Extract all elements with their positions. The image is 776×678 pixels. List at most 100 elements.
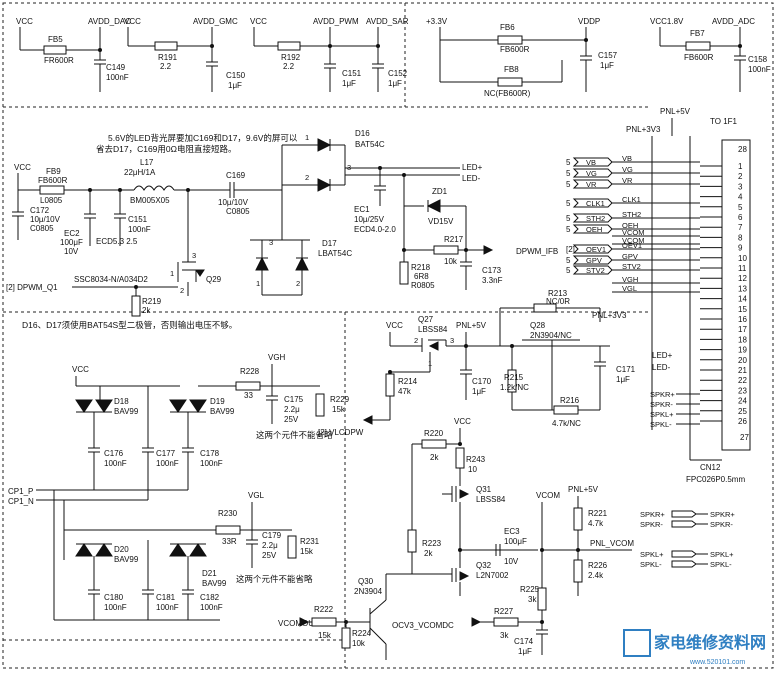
- net-avdd-adc: AVDD_ADC: [712, 17, 755, 26]
- r214-resistor: [385, 373, 395, 397]
- r224-label: R224: [352, 629, 372, 638]
- c175-label: C175: [284, 395, 304, 404]
- cn12-name: CN12: [700, 463, 721, 472]
- port-flag-icon: [671, 550, 697, 558]
- net-label: STH2: [622, 210, 641, 219]
- note-keep-1: 这两个元件不能省略: [256, 430, 333, 440]
- r213-label: R213: [548, 289, 568, 298]
- d21-value: BAV99: [202, 579, 227, 588]
- r218-package: R0805: [411, 281, 435, 290]
- vcom-pnl5v: PNL+5V: [568, 485, 599, 494]
- cn12-pin-number: 19: [738, 346, 747, 355]
- l17-label: L17: [140, 158, 154, 167]
- ec2-label: EC2: [64, 229, 80, 238]
- cn-spk-label: SPKL+: [650, 410, 674, 419]
- c152-value: 1μF: [388, 79, 402, 88]
- sheet-ref: 5: [566, 266, 571, 275]
- zd1-label: ZD1: [432, 187, 448, 196]
- c157-value: 1μF: [600, 61, 614, 70]
- r218-label: R218: [411, 263, 431, 272]
- c176-value: 100nF: [104, 459, 127, 468]
- d18-label: D18: [114, 397, 129, 406]
- r230-label: R230: [218, 509, 238, 518]
- c172-package: C0805: [30, 224, 54, 233]
- d20-value: BAV99: [114, 555, 139, 564]
- r228-label: R228: [240, 367, 260, 376]
- r213-value: NC/0R: [546, 297, 570, 306]
- r223-label: R223: [422, 539, 442, 548]
- d17-label: D17: [322, 239, 337, 248]
- fb5-value: FR600R: [44, 56, 74, 65]
- sheet-ref: 5: [566, 158, 571, 167]
- q27-pin2: 2: [414, 336, 418, 345]
- q27-value: LBSS84: [418, 325, 448, 334]
- spk-port-left: SPKL-: [640, 560, 662, 569]
- q29-pin3: 3: [192, 251, 196, 260]
- ec2-value: 100μF: [60, 238, 83, 247]
- net-label: VGH: [622, 275, 638, 284]
- d20-label: D20: [114, 545, 129, 554]
- port-flag-icon: [572, 244, 613, 254]
- spk-port-right: SPKR+: [710, 510, 735, 519]
- cn12-pin-number: 7: [738, 223, 743, 232]
- net-3v3: +3.3V: [426, 17, 448, 26]
- fb9-value: FB600R: [38, 176, 68, 185]
- c180-value: 100nF: [104, 603, 127, 612]
- r216-value: 4.7k/NC: [552, 419, 581, 428]
- cn12-pin-number: 2: [738, 172, 743, 181]
- c151-led-label: C151: [128, 215, 148, 224]
- c171-value: 1μF: [616, 375, 630, 384]
- c179-value: 2.2μ: [262, 541, 278, 550]
- spk-port-right: SPKL+: [710, 550, 734, 559]
- ec1-package: ECD4.0-2.0: [354, 225, 396, 234]
- cn12-pin-number: 10: [738, 254, 747, 263]
- port-label: VR: [586, 180, 597, 189]
- d21-label: D21: [202, 569, 217, 578]
- q29-pin2: 2: [180, 286, 184, 295]
- r192-value: 2.2: [283, 62, 295, 71]
- cn12-pin-number: 15: [738, 305, 747, 314]
- ec3-value: 100μF: [504, 537, 527, 546]
- l17-inductor: [133, 185, 175, 191]
- r217-value: 10k: [444, 257, 458, 266]
- r214-value: 47k: [398, 387, 412, 396]
- dpwm-q1-port: [2] DPWM_Q1: [6, 283, 58, 292]
- led-vcc: VCC: [14, 163, 31, 172]
- fb8-ferrite: [497, 77, 523, 87]
- r221-resistor: [573, 507, 583, 531]
- d18-diode-b: [95, 399, 113, 413]
- fb6-ferrite: [497, 35, 523, 45]
- sheet-ref: 5: [566, 256, 571, 265]
- c173-value: 3.3nF: [482, 276, 503, 285]
- c150-value: 1μF: [228, 81, 242, 90]
- r230-value: 33R: [222, 537, 237, 546]
- cn12-pin-number: 12: [738, 274, 747, 283]
- q30-value: 2N3904: [354, 587, 383, 596]
- fb9-package: L0805: [40, 196, 63, 205]
- d16-value: BAT54C: [355, 140, 385, 149]
- q31-label: Q31: [476, 485, 492, 494]
- cn12-pin-number: 20: [738, 356, 747, 365]
- net-label: GPV: [622, 252, 638, 261]
- cn-pnl5v: PNL+5V: [660, 107, 691, 116]
- c158-label: C158: [748, 55, 768, 64]
- c151-top-value: 1μF: [342, 79, 356, 88]
- r225-value: 3k: [528, 595, 537, 604]
- cn-spk-label: SPKR+: [650, 390, 675, 399]
- ec1-label: EC1: [354, 205, 370, 214]
- r221-value: 4.7k: [588, 519, 604, 528]
- r228-value: 33: [244, 391, 253, 400]
- r218-value: 6R8: [414, 272, 429, 281]
- fb9-label: FB9: [46, 167, 61, 176]
- cn12-pin-number: 13: [738, 284, 747, 293]
- net-avdd-gmc: AVDD_GMC: [193, 17, 238, 26]
- q27-pin3: 3: [450, 336, 454, 345]
- c177-label: C177: [156, 449, 176, 458]
- cn12-pin-number: 17: [738, 325, 747, 334]
- q32-diode: [459, 571, 470, 581]
- net-label: OEV1: [622, 241, 642, 250]
- spk-port-left: SPKL+: [640, 550, 664, 559]
- c175-value: 2.2μ: [284, 405, 300, 414]
- watermark-url: www.520101.com: [689, 659, 745, 666]
